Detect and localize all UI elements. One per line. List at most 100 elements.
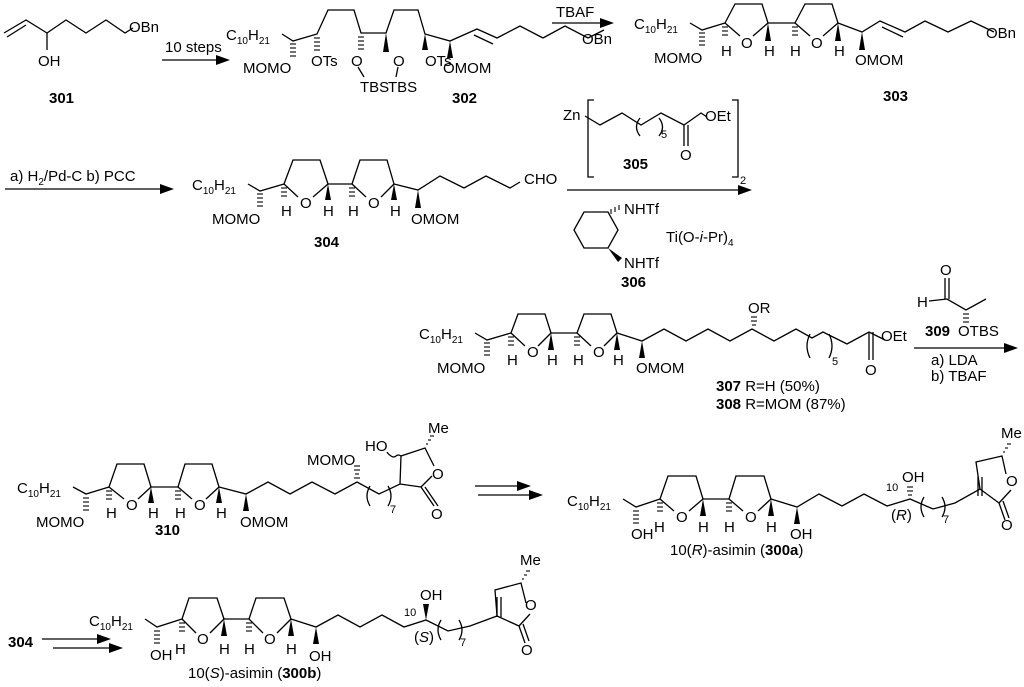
tbs-label: TBS	[360, 79, 389, 96]
omom-label: OMOM	[443, 60, 491, 77]
hydrogen-label: H	[654, 519, 665, 536]
compound-number-305: 305	[623, 156, 648, 173]
tbs-label: TBS	[388, 79, 417, 96]
titanium-isopropoxide-label: Ti(O-i-Pr)4	[666, 229, 734, 249]
hashed-bond	[484, 316, 757, 356]
carbonyl-oxygen-label: O	[680, 147, 692, 164]
hydrogen-label: H	[917, 294, 928, 311]
momo-label: MOMO	[243, 60, 291, 77]
momo-label: MOMO	[307, 452, 355, 469]
compound-302: MOMO OTs O O OTs OMOM TBS TBS 302	[226, 9, 544, 107]
benzyloxy-label: OBn	[129, 19, 159, 36]
reaction-arrow-step2: TBAF	[552, 4, 614, 28]
triflamide-label: NHTf	[624, 255, 660, 272]
hydrogen-label: H	[216, 505, 227, 522]
omom-label: OMOM	[636, 360, 684, 377]
reagent-305: Zn 2 5 OEt O 305	[563, 99, 746, 187]
compound-310: MOMO H O H H O H OMOM MOMO HO Me O O 7 3…	[17, 420, 449, 539]
hydrogen-label: H	[323, 203, 334, 220]
configuration-label: (S)	[414, 629, 434, 646]
skeleton-bonds	[72, 447, 439, 507]
compound-307-308: MOMO H O H H O H OMOM OR 5 OEt O 307 R=H…	[419, 300, 908, 413]
wedged-bond	[548, 333, 645, 358]
hydrogen-label: H	[390, 203, 401, 220]
configuration-label: (R)	[891, 507, 912, 524]
hydroxyl-label: OH	[790, 526, 813, 543]
carbonyl-oxygen-label: O	[865, 362, 877, 379]
hydrogen-label: H	[175, 641, 186, 658]
momo-label: MOMO	[212, 211, 260, 228]
skeleton-bonds	[247, 159, 521, 198]
ring-oxygen-label: O	[676, 509, 688, 526]
hydroxyl-label: OH	[902, 469, 925, 486]
aldehyde-label: CHO	[524, 171, 557, 188]
silyl-ether-label: OTBS	[958, 323, 999, 340]
benzyloxy-label: OBn	[582, 31, 612, 48]
compound-300b: OH H O H H O H OH OH 10 (S) 7 Me O O 10(…	[89, 552, 541, 682]
methyl-label: Me	[1001, 425, 1022, 442]
ring-oxygen-label: O	[741, 35, 753, 52]
reaction-arrow-step4	[567, 185, 752, 195]
alkoxy-label: OR	[748, 300, 771, 317]
compound-307-caption: 307 R=H (50%)	[716, 378, 820, 395]
compound-name-300a: 10(R)-asimin (300a)	[670, 542, 803, 559]
hydrogen-label: H	[764, 43, 775, 60]
ring-oxygen-label: O	[197, 631, 209, 648]
hydroxyl-label: OH	[631, 526, 654, 543]
dimer-subscript: 2	[740, 175, 746, 187]
compound-304: MOMO H O H H O H OMOM CHO 304	[192, 159, 557, 251]
benzyloxy-label: OBn	[986, 25, 1016, 42]
hashed-bond	[83, 435, 434, 511]
ring-oxygen-label: O	[525, 597, 537, 614]
momo-label: MOMO	[654, 50, 702, 67]
compound-number-309: 309	[925, 323, 950, 340]
hydrogen-label: H	[547, 352, 558, 369]
hydrogen-label: H	[613, 352, 624, 369]
compound-number-301: 301	[49, 90, 74, 107]
ring-oxygen-label: O	[126, 497, 138, 514]
triflamide-label: NHTf	[624, 201, 660, 218]
ring-oxygen-label: O	[527, 344, 539, 361]
omom-label: OMOM	[855, 52, 903, 69]
methyl-label: Me	[428, 420, 449, 437]
ring-oxygen-label: O	[368, 195, 380, 212]
hashed-bond	[633, 443, 1011, 524]
reagent-306: NHTf NHTf Ti(O-i-Pr)4 306	[573, 201, 734, 291]
ring-oxygen-label: O	[194, 497, 206, 514]
oxygen-label: O	[351, 53, 363, 70]
reaction-arrow-step1: 10 steps	[162, 39, 230, 65]
compound-name-300b: 10(S)-asimin (300b)	[188, 665, 321, 682]
hydrogen-label: H	[724, 519, 735, 536]
reagent-309: O H OTBS 309	[917, 262, 999, 340]
hydrogen-label: H	[766, 519, 777, 536]
oxygen-label: O	[393, 53, 405, 70]
skeleton-bonds	[474, 313, 886, 360]
repeat-count: 7	[460, 637, 466, 649]
ethoxy-label: OEt	[705, 108, 732, 125]
wedged-bond	[148, 487, 249, 511]
compound-300a: OH H O H H O H OH OH 10 (R) 7 Me O O 10(…	[567, 425, 1022, 559]
hydrogen-label: H	[244, 641, 255, 658]
compound-number-306: 306	[621, 274, 646, 291]
wedged-bond	[765, 23, 865, 50]
compound-308-caption: 308 R=MOM (87%)	[716, 396, 846, 413]
repeat-count: 5	[661, 129, 667, 141]
compound-number-303: 303	[883, 88, 908, 105]
skeleton-bonds	[689, 3, 995, 38]
hydrogen-label: H	[507, 352, 518, 369]
compound-number-304-start: 304	[8, 634, 34, 651]
step2-conditions: TBAF	[556, 4, 594, 21]
hydrogen-label: H	[348, 203, 359, 220]
hydrogen-label: H	[573, 352, 584, 369]
hydroxyl-label: OH	[420, 587, 443, 604]
omom-label: OMOM	[411, 211, 459, 228]
ring-oxygen-label: O	[432, 466, 444, 483]
hydroxyl-label: OH	[150, 647, 173, 664]
hydrogen-label: H	[106, 505, 117, 522]
hydroxyl-label: OH	[309, 648, 332, 665]
skeleton-bonds	[622, 455, 1012, 521]
wedged-bond	[325, 184, 421, 208]
reaction-arrow-step6	[475, 481, 543, 500]
wedged-bond	[700, 499, 800, 524]
